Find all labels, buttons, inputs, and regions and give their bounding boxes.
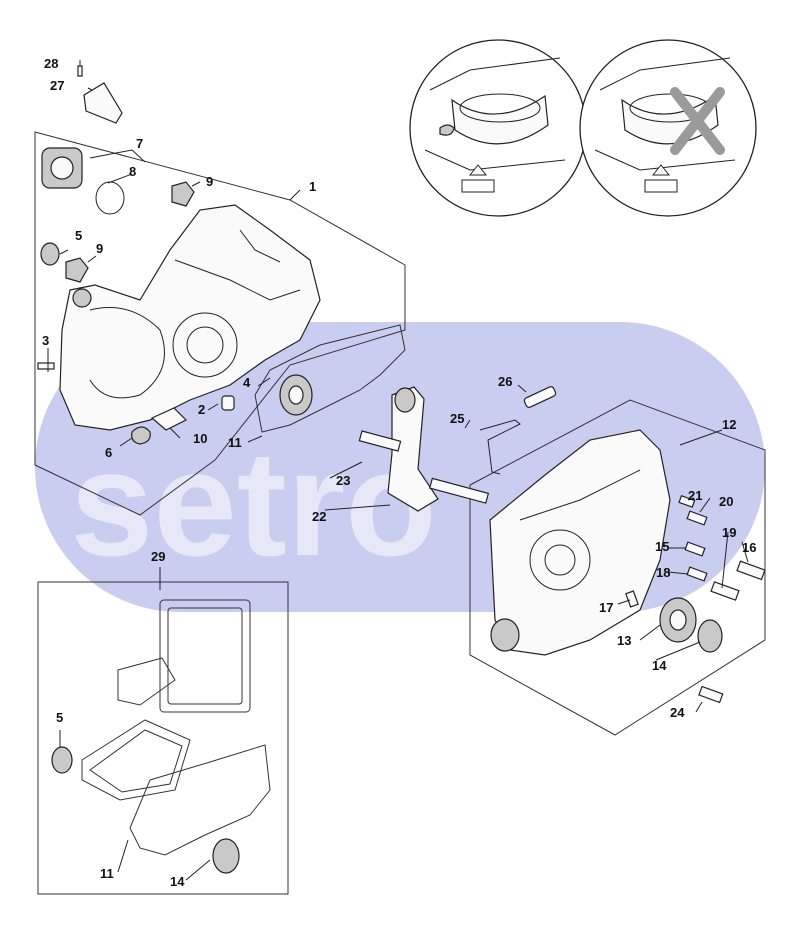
pin-20 bbox=[686, 510, 708, 526]
bracket-27 bbox=[83, 82, 123, 124]
callout-6: 6 bbox=[105, 445, 112, 460]
callout-23: 23 bbox=[336, 473, 350, 488]
callout-2: 2 bbox=[198, 402, 205, 417]
callout-7: 7 bbox=[136, 136, 143, 151]
inset-incorrect bbox=[579, 39, 757, 217]
outline-crankcase-right bbox=[469, 399, 766, 736]
callout-12: 12 bbox=[722, 417, 736, 432]
callout-9a: 9 bbox=[206, 174, 213, 189]
callout-11b: 11 bbox=[100, 866, 114, 881]
cap-6 bbox=[131, 426, 151, 445]
leader-lines bbox=[47, 60, 749, 881]
callout-26: 26 bbox=[498, 374, 512, 389]
screw-3 bbox=[37, 362, 55, 370]
callout-11a: 11 bbox=[228, 435, 242, 450]
callout-24: 24 bbox=[670, 705, 685, 720]
inset-correct-symbol bbox=[461, 164, 495, 193]
screw-24 bbox=[698, 685, 724, 704]
callout-16: 16 bbox=[742, 540, 756, 555]
outline-gasket-set bbox=[37, 581, 289, 895]
callout-14a: 14 bbox=[652, 658, 667, 673]
outline-crankcase-left bbox=[34, 131, 406, 516]
stud-16 bbox=[736, 560, 766, 581]
pin-15 bbox=[684, 541, 706, 557]
inset-correct-plug bbox=[439, 124, 455, 136]
pin-21 bbox=[678, 495, 696, 508]
oil-seal-14b bbox=[212, 838, 240, 874]
inset-incorrect-symbol bbox=[644, 164, 678, 193]
callout-9b: 9 bbox=[96, 241, 103, 256]
gasket-set bbox=[51, 599, 271, 874]
sleeve-2 bbox=[221, 395, 235, 411]
pin-26 bbox=[523, 386, 557, 408]
callout-1: 1 bbox=[309, 179, 316, 194]
callout-21: 21 bbox=[688, 488, 702, 503]
oil-pump bbox=[41, 147, 83, 189]
gasket-main bbox=[254, 324, 406, 433]
callout-labels: 1 2 3 4 5 5 6 7 8 9 9 10 11 11 12 13 14 … bbox=[42, 56, 756, 889]
watermark-text: setro bbox=[70, 419, 437, 587]
o-ring bbox=[95, 181, 125, 215]
cross-icon bbox=[670, 87, 725, 155]
callout-29: 29 bbox=[151, 549, 165, 564]
callout-10: 10 bbox=[193, 431, 207, 446]
crankcase-left-half bbox=[59, 204, 321, 431]
crankshaft bbox=[358, 386, 490, 512]
group-outlines bbox=[34, 131, 766, 895]
callout-27: 27 bbox=[50, 78, 64, 93]
callout-22: 22 bbox=[312, 509, 326, 524]
crankcase-right-half bbox=[489, 429, 671, 656]
plug-lower bbox=[65, 257, 89, 283]
callout-15: 15 bbox=[655, 539, 669, 554]
oil-seal-left bbox=[40, 242, 60, 266]
callout-5a: 5 bbox=[75, 228, 82, 243]
callout-3: 3 bbox=[42, 333, 49, 348]
callout-28: 28 bbox=[44, 56, 58, 71]
callout-4: 4 bbox=[243, 375, 251, 390]
pin-18 bbox=[686, 566, 708, 582]
callout-14b: 14 bbox=[170, 874, 185, 889]
screw-28 bbox=[77, 65, 83, 77]
callout-19: 19 bbox=[722, 525, 736, 540]
inset-correct bbox=[409, 39, 587, 217]
plug-upper bbox=[171, 181, 195, 207]
callout-13: 13 bbox=[617, 633, 631, 648]
stud-19 bbox=[710, 581, 740, 601]
callout-20: 20 bbox=[719, 494, 733, 509]
callout-8: 8 bbox=[129, 164, 136, 179]
oil-seal-14 bbox=[697, 619, 723, 653]
callout-17: 17 bbox=[599, 600, 613, 615]
callout-5b: 5 bbox=[56, 710, 63, 725]
cover-10 bbox=[150, 407, 188, 431]
callout-25: 25 bbox=[450, 411, 464, 426]
tool-25 bbox=[479, 419, 521, 475]
callout-18: 18 bbox=[656, 565, 670, 580]
oil-seal-5b bbox=[51, 746, 73, 774]
